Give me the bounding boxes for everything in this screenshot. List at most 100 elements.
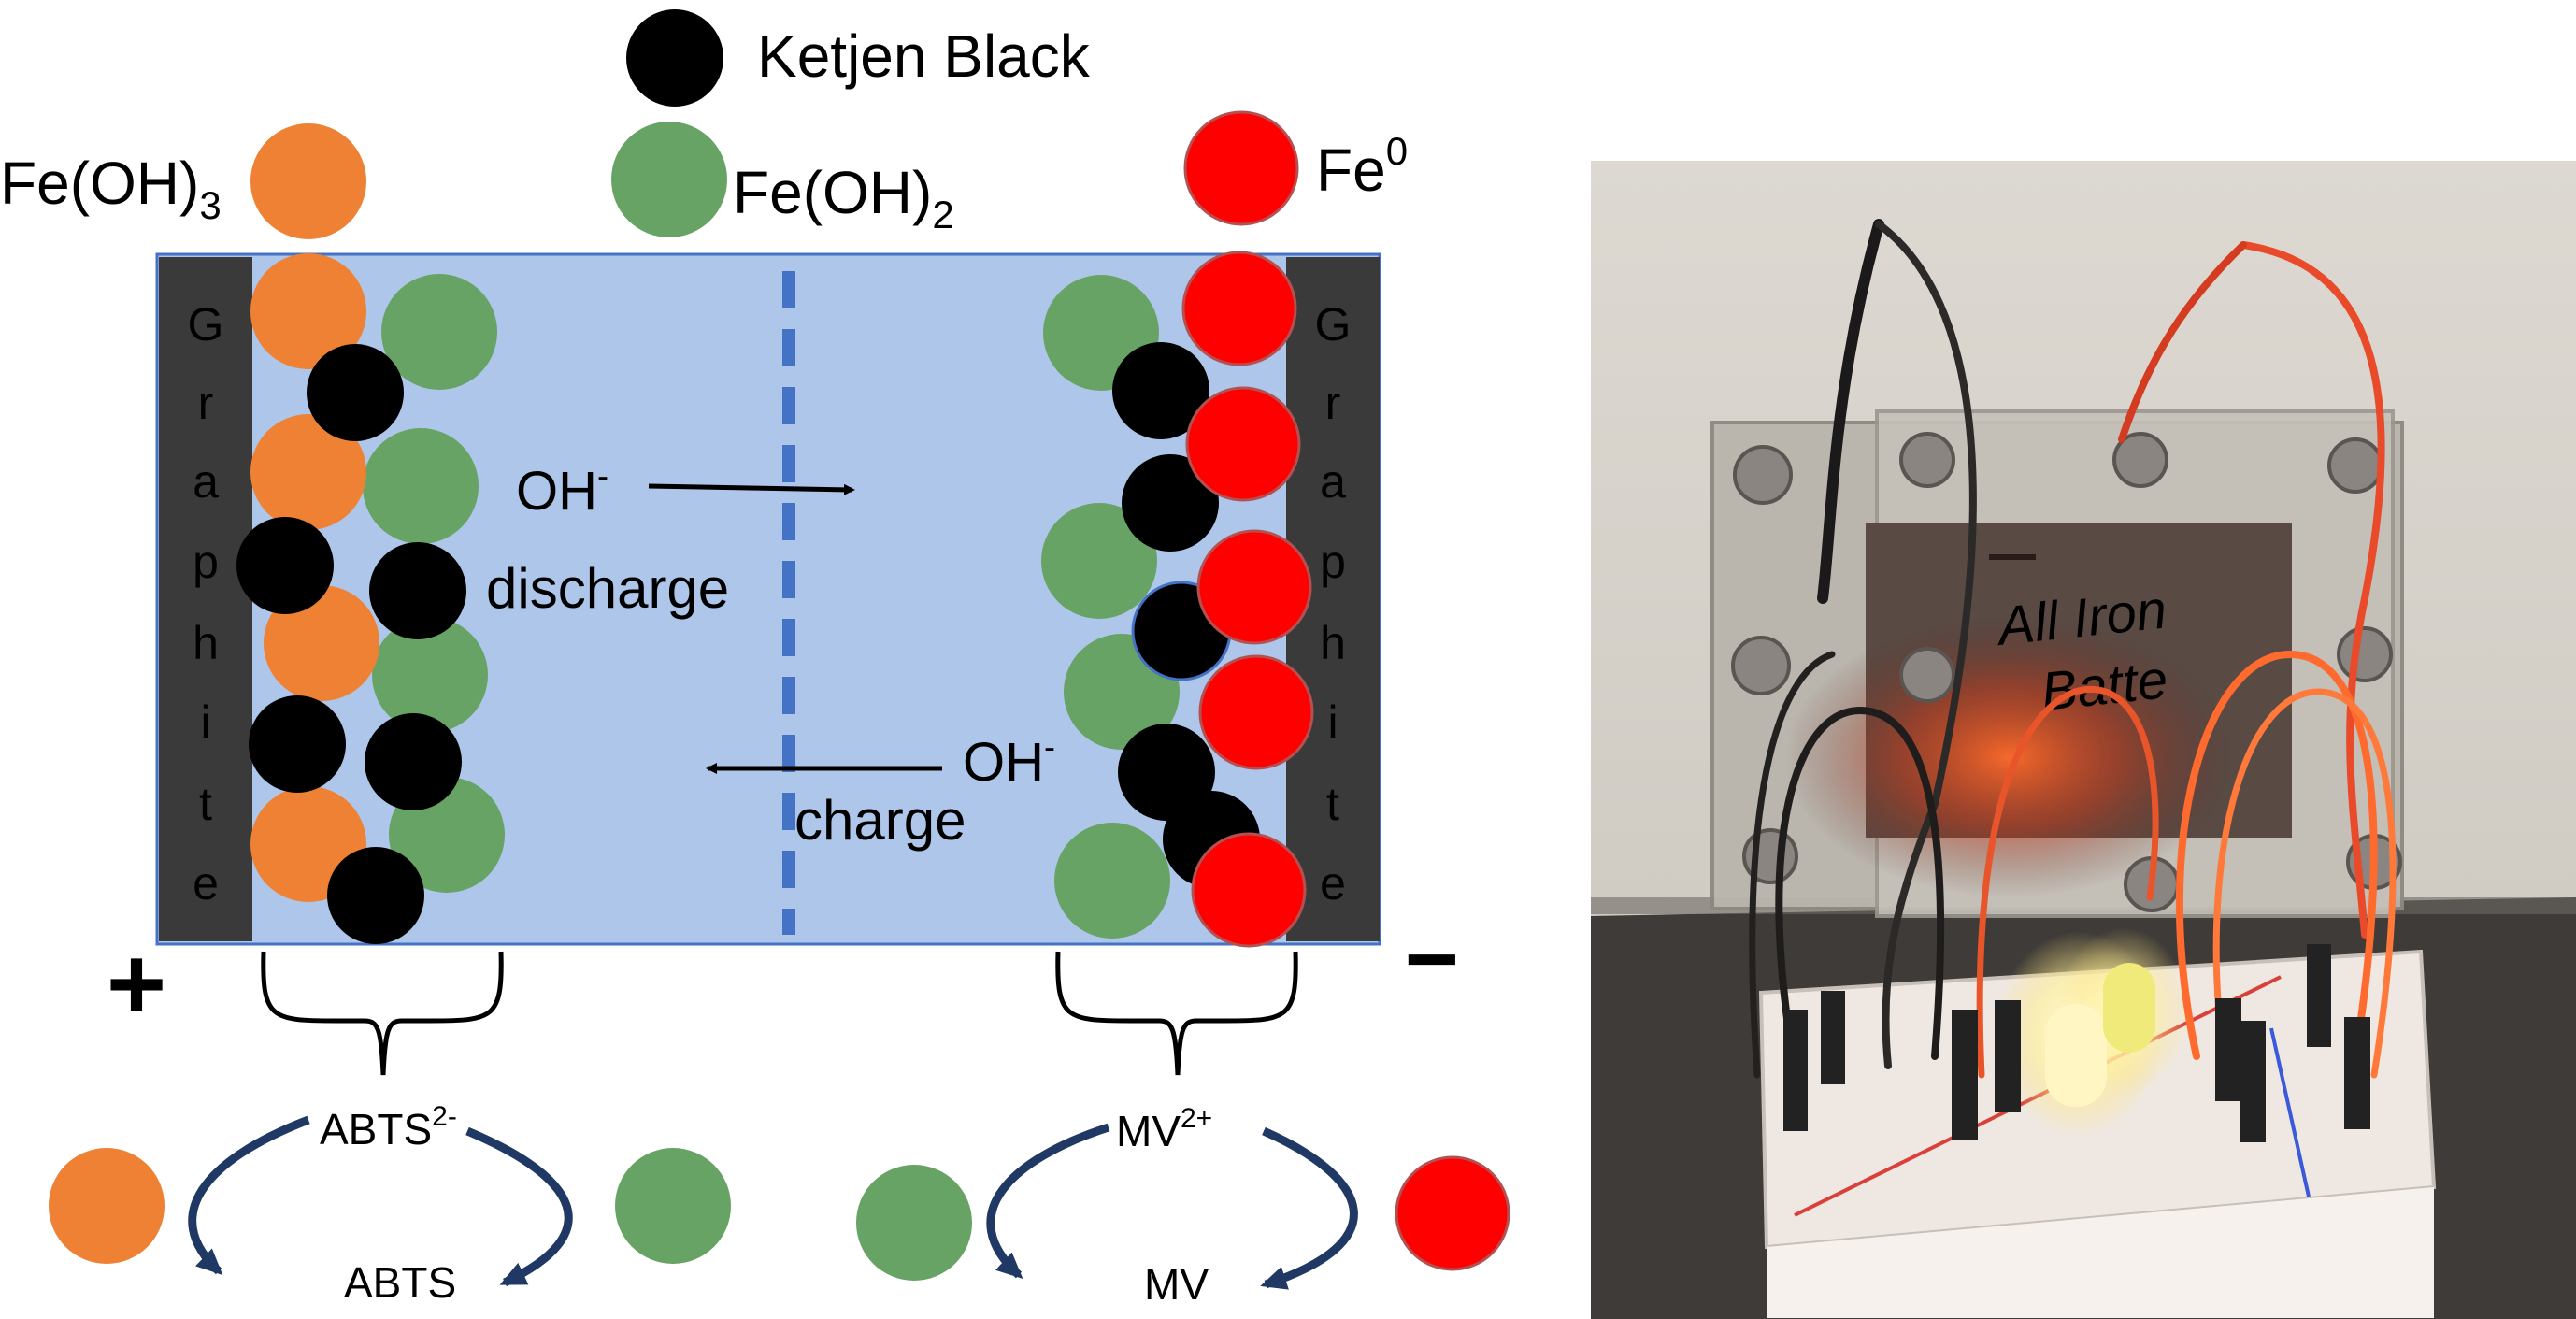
legend-ketjen-black-swatch <box>626 9 723 107</box>
fe0-particle <box>1395 1155 1510 1271</box>
mv2-label: MV2+ <box>1116 1103 1212 1155</box>
wire-red-jumper-3 <box>1976 686 2159 1079</box>
breadboard-front <box>1767 1187 2434 1318</box>
graphite-letter: e <box>1320 857 1346 910</box>
feoh2-particle <box>363 428 479 544</box>
breadboard-rail-blue <box>2269 1027 2311 1197</box>
feoh3-particle <box>264 585 379 701</box>
graphite-letter: h <box>1320 617 1346 669</box>
abts2-label: ABTS2- <box>320 1101 457 1154</box>
bolt <box>1731 636 1791 695</box>
led-right <box>2103 963 2155 1053</box>
legend-fe0-swatch <box>1183 110 1299 226</box>
ketjen-black-particle <box>365 713 462 810</box>
charge-arrow-group: OH- charge <box>706 727 1055 852</box>
graphite-letter: a <box>1320 455 1346 508</box>
ketjen-black-particle <box>1122 454 1219 552</box>
wire-red-main <box>2240 241 2385 939</box>
plug <box>2344 1017 2370 1129</box>
graphite-letter: r <box>1325 377 1341 429</box>
graphite-letter: e <box>193 857 219 910</box>
graphite-electrode-left <box>159 257 252 941</box>
negative-terminal-label: − <box>1405 907 1459 1011</box>
ketjen-black-particle <box>369 542 466 639</box>
wires <box>1749 219 2397 1079</box>
negative-electrode-particles <box>1041 251 1314 948</box>
fe0-particle <box>1185 386 1301 502</box>
feoh3-particle <box>49 1148 165 1264</box>
device-label-line2: Batte <box>2039 649 2170 723</box>
wire-black-loop <box>1875 221 1977 1069</box>
legend-feoh2-label: Fe(OH)2 <box>733 159 954 237</box>
plug <box>2215 998 2241 1101</box>
plug <box>1783 1010 1808 1131</box>
graphite-letter: h <box>193 617 219 669</box>
plug <box>1995 1000 2021 1112</box>
wire-black-main <box>1817 219 1884 604</box>
plug <box>1952 1010 1978 1140</box>
led-left <box>2045 1004 2107 1107</box>
battery-photo: All Iron Batte <box>1591 161 2576 1319</box>
abts-mediator-cycle: ABTS2- ABTS <box>49 1101 731 1307</box>
cycle-arrow-right <box>465 1126 573 1287</box>
legend: Ketjen Black Fe(OH)3 Fe(OH)2 Fe0 <box>0 9 1408 239</box>
bracket-right <box>1055 951 1298 1076</box>
plug <box>2307 944 2331 1047</box>
bolt <box>2112 432 2168 488</box>
bolt <box>1899 647 1955 703</box>
bolt <box>2327 437 2383 494</box>
graphite-letter: r <box>198 377 214 429</box>
bracket-left <box>261 951 504 1076</box>
legend-ketjen-black-label: Ketjen Black <box>757 22 1091 90</box>
feoh2-particle <box>615 1148 731 1264</box>
legend-feoh2-swatch <box>611 122 727 237</box>
graphite-letter: a <box>193 455 219 508</box>
discharge-arrow <box>648 483 855 495</box>
feoh2-particle <box>1041 503 1157 619</box>
discharge-label: discharge <box>486 557 729 620</box>
mv-mediator-cycle: MV2+ MV <box>856 1103 1510 1309</box>
bolt <box>2337 626 2393 682</box>
discharge-arrow-group: OH- discharge <box>486 456 855 620</box>
wire-red-jumper-1 <box>2175 650 2378 1060</box>
wire-red-secondary <box>2118 241 2247 443</box>
bolt <box>1899 432 1955 488</box>
cycle-arrow-right <box>1260 1126 1358 1290</box>
graphite-letter: p <box>1320 536 1346 588</box>
fe0-particle <box>1191 832 1307 948</box>
fe0-particle <box>1181 251 1297 366</box>
graphite-letter: G <box>188 298 224 351</box>
graphite-letter: t <box>199 778 212 830</box>
ketjen-black-particle <box>327 847 424 944</box>
ketjen-black-particle <box>249 695 346 793</box>
positive-terminal-label: + <box>107 926 166 1041</box>
oh-ion-label-bottom: OH- <box>963 727 1055 793</box>
graphite-letter: i <box>200 696 210 749</box>
legend-feoh3-swatch <box>250 123 366 239</box>
fe0-particle <box>1198 654 1314 770</box>
graphite-letter: t <box>1326 778 1339 830</box>
positive-electrode-particles <box>236 253 505 944</box>
fe0-particle <box>1196 529 1312 645</box>
legend-fe0-label: Fe0 <box>1316 129 1408 204</box>
feoh2-particle <box>372 617 488 733</box>
plug <box>1821 991 1845 1084</box>
feoh2-particle <box>1054 823 1170 939</box>
feoh3-particle <box>250 253 366 369</box>
wire-red-jumper-2 <box>2212 688 2397 1079</box>
graphite-letters-left: G r a p h i t e <box>188 298 224 910</box>
graphite-letter: p <box>193 536 219 588</box>
ketjen-black-particle <box>1112 342 1209 439</box>
feoh3-particle <box>250 414 366 530</box>
ketjen-black-particle <box>307 344 404 441</box>
cycle-arrow-left <box>188 1115 310 1276</box>
connector-plugs <box>1783 944 2370 1142</box>
ketjen-black-particle <box>236 517 334 614</box>
cycle-arrow-left <box>986 1123 1110 1280</box>
photo-glow <box>1785 617 2234 897</box>
bolt <box>1733 445 1793 505</box>
charge-label: charge <box>794 789 966 852</box>
graphite-letter: i <box>1327 696 1338 749</box>
graphite-letter: G <box>1315 298 1352 351</box>
